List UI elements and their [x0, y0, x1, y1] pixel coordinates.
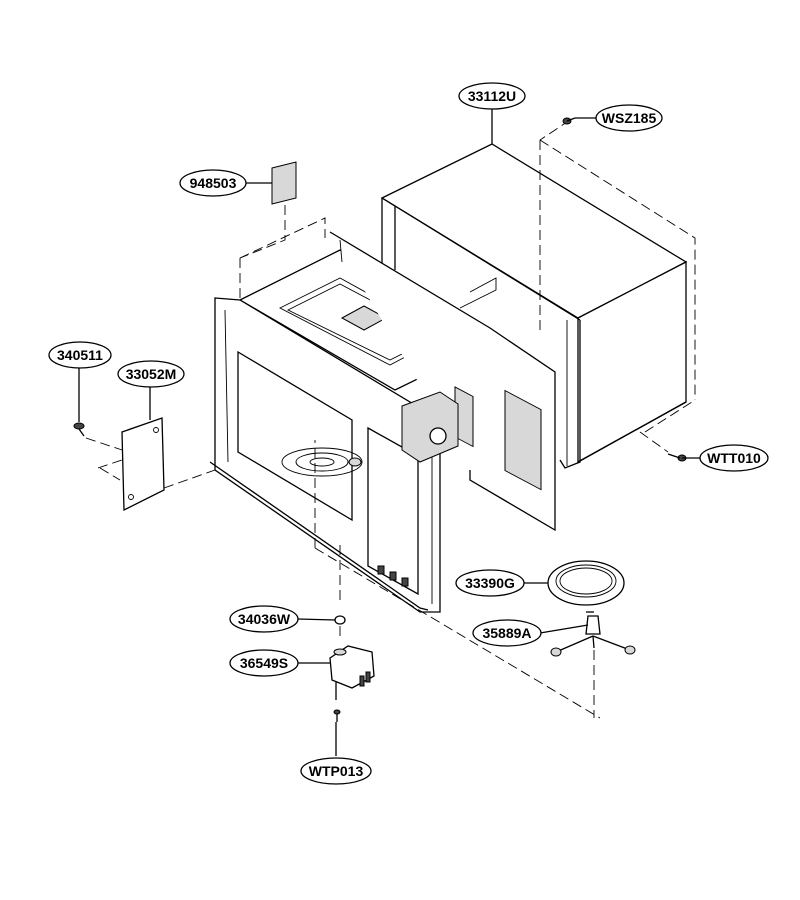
svg-text:33052M: 33052M — [126, 366, 177, 382]
part-label-33112U: 33112U — [458, 82, 526, 110]
screw-340511 — [73, 422, 123, 451]
screw-WTT010 — [639, 431, 687, 462]
svg-text:WSZ185: WSZ185 — [602, 110, 657, 126]
turntable-tray-33390G — [547, 560, 625, 606]
part-label-33390G: 33390G — [455, 569, 525, 597]
cover-plate-33052M — [97, 417, 216, 512]
svg-text:34036W: 34036W — [238, 611, 291, 627]
leader-lines — [78, 108, 700, 756]
svg-text:948503: 948503 — [190, 175, 237, 191]
chassis-guide-lines — [239, 217, 601, 719]
cabinet-guide-lines — [539, 119, 696, 433]
svg-text:33112U: 33112U — [468, 88, 516, 104]
svg-text:36549S: 36549S — [240, 655, 288, 671]
part-label-WTT010: WTT010 — [699, 444, 769, 472]
svg-text:340511: 340511 — [57, 347, 103, 363]
svg-text:WTP013: WTP013 — [309, 763, 364, 779]
part-label-WSZ185: WSZ185 — [595, 104, 663, 132]
screw-WSZ185 — [562, 117, 576, 125]
label-plate-948503 — [239, 161, 297, 259]
screw-WTP013 — [333, 709, 341, 722]
part-label-WTP013: WTP013 — [300, 757, 372, 785]
part-label-34036W: 34036W — [229, 605, 299, 633]
part-label-35889A: 35889A — [472, 619, 542, 647]
part-label-33052M: 33052M — [117, 360, 185, 388]
svg-text:WTT010: WTT010 — [707, 450, 761, 466]
svg-text:35889A: 35889A — [482, 625, 531, 641]
chassis-body — [209, 231, 556, 613]
turntable-motor-36549S — [329, 645, 375, 700]
roller-support-35889A — [550, 611, 636, 718]
coupler-34036W — [334, 615, 346, 640]
part-label-340511: 340511 — [48, 341, 112, 369]
svg-text:33390G: 33390G — [465, 575, 515, 591]
part-label-36549S: 36549S — [229, 649, 299, 677]
part-label-948503: 948503 — [179, 169, 247, 197]
